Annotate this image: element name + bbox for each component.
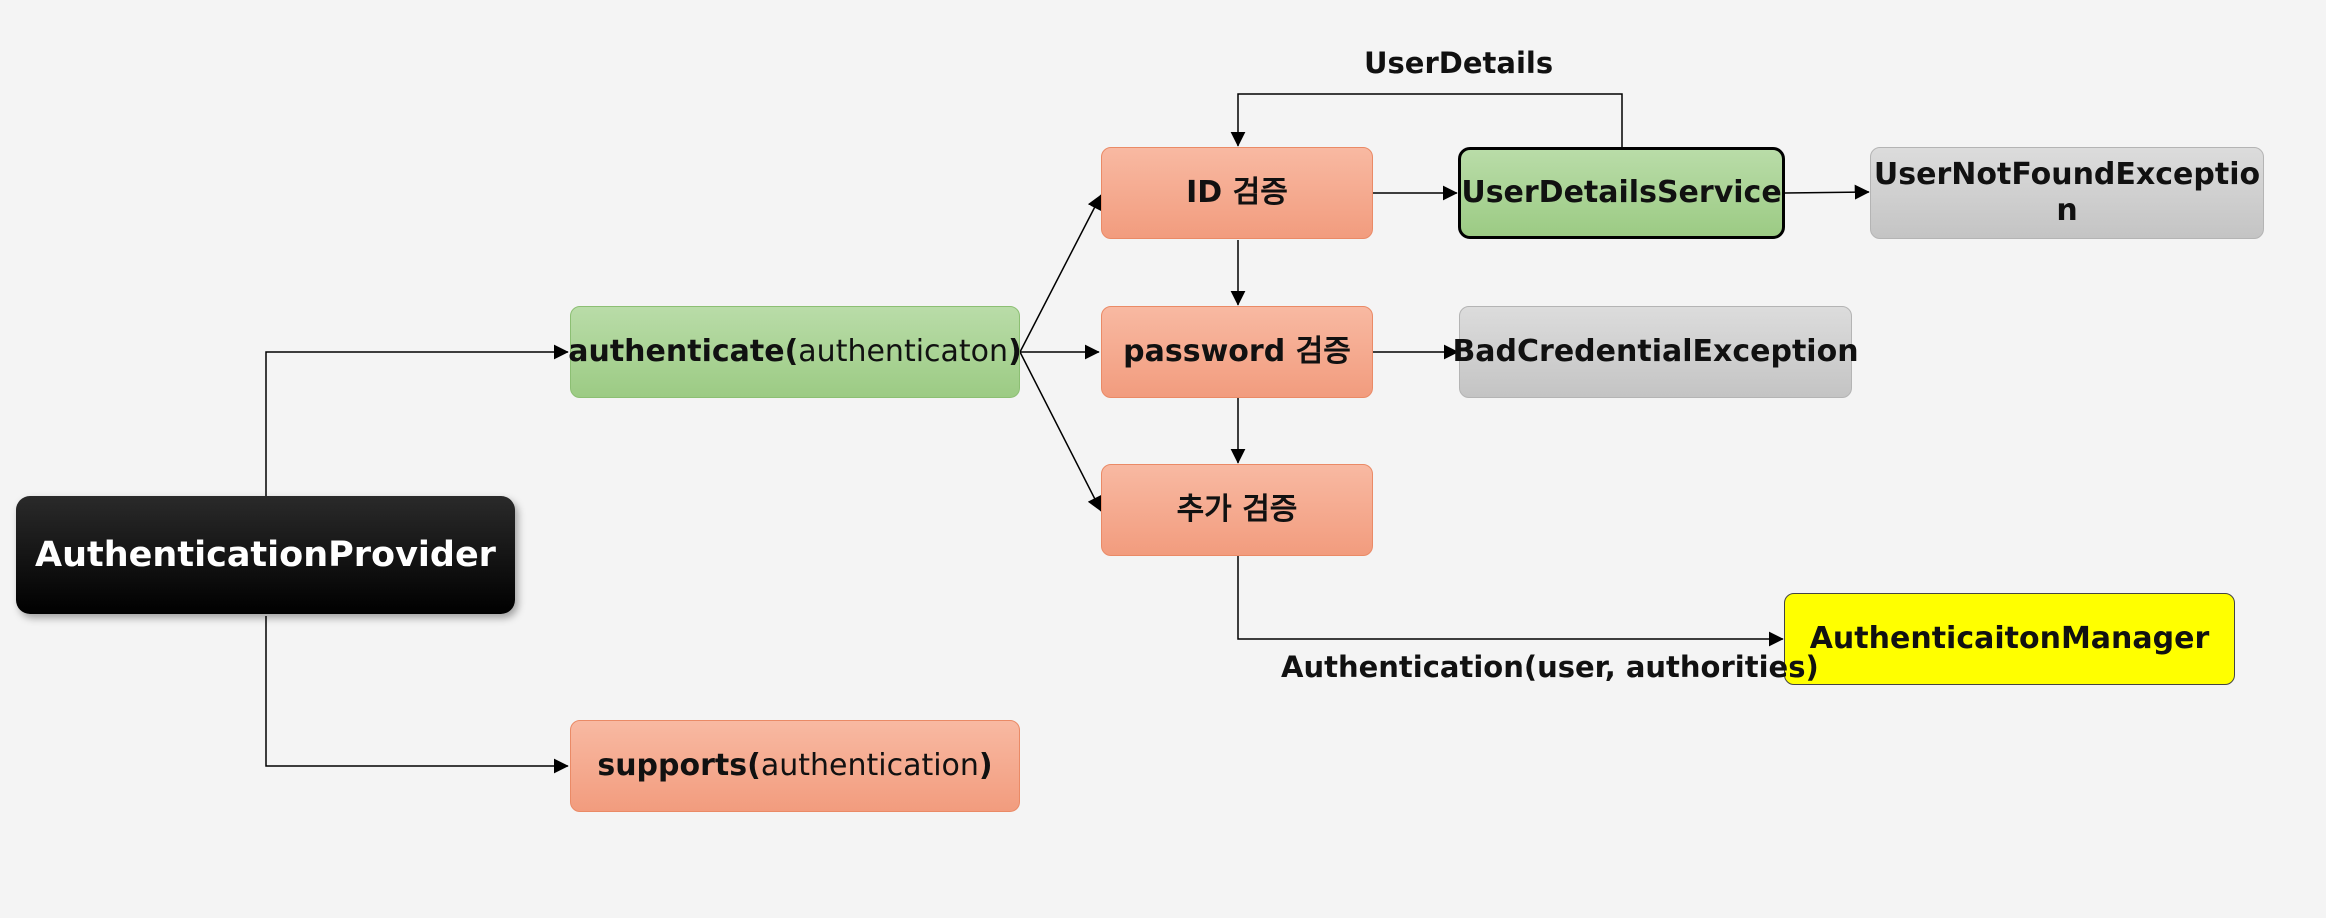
authenticate-method-node: authenticate(authenticaton) <box>568 306 1022 398</box>
id-check-node: ID 검증 <box>1101 147 1373 239</box>
user-not-found-label-line1: UserNotFoundExceptio <box>1873 157 2261 192</box>
extra-check-label: 추가 검증 <box>1176 492 1298 527</box>
edge-authenticate-extra <box>1019 351 1102 512</box>
edge-userdetails-return <box>1230 93 1623 147</box>
edge-authenticate-id <box>1019 194 1102 353</box>
user-details-service-node: UserDetailsService <box>1458 147 1785 239</box>
password-check-label: password 검증 <box>1123 334 1351 369</box>
authentication-provider-label: AuthenticationProvider <box>35 535 496 575</box>
bad-credential-label: BadCredentialException <box>1452 334 1859 369</box>
authentication-result-edge-label: Authentication(user, authorities) <box>1281 650 1819 684</box>
authentication-manager-label: AuthenticaitonManager <box>1809 621 2210 656</box>
supports-method-label: supports(authentication) <box>597 748 993 783</box>
authentication-provider-node: AuthenticationProvider <box>16 496 515 614</box>
edge-provider-authenticate <box>265 344 569 496</box>
supports-method-node: supports(authentication) <box>570 720 1020 812</box>
authenticate-method-label: authenticate(authenticaton) <box>568 334 1022 369</box>
user-details-service-label: UserDetailsService <box>1461 175 1782 210</box>
id-check-label: ID 검증 <box>1186 175 1288 210</box>
bad-credential-exception-node: BadCredentialException <box>1452 306 1859 398</box>
password-check-node: password 검증 <box>1101 306 1373 398</box>
authentication-manager-node: AuthenticaitonManager <box>1784 593 2235 685</box>
edge-userdetailsservice-notfound <box>1784 184 1870 200</box>
user-not-found-label-line2: n <box>2056 193 2078 228</box>
edge-extra-manager <box>1237 556 1784 647</box>
extra-check-node: 추가 검증 <box>1101 464 1373 556</box>
user-not-found-exception-node: UserNotFoundExceptio n <box>1870 147 2264 239</box>
user-details-edge-label: UserDetails <box>1364 46 1554 80</box>
edge-provider-supports <box>265 616 569 774</box>
